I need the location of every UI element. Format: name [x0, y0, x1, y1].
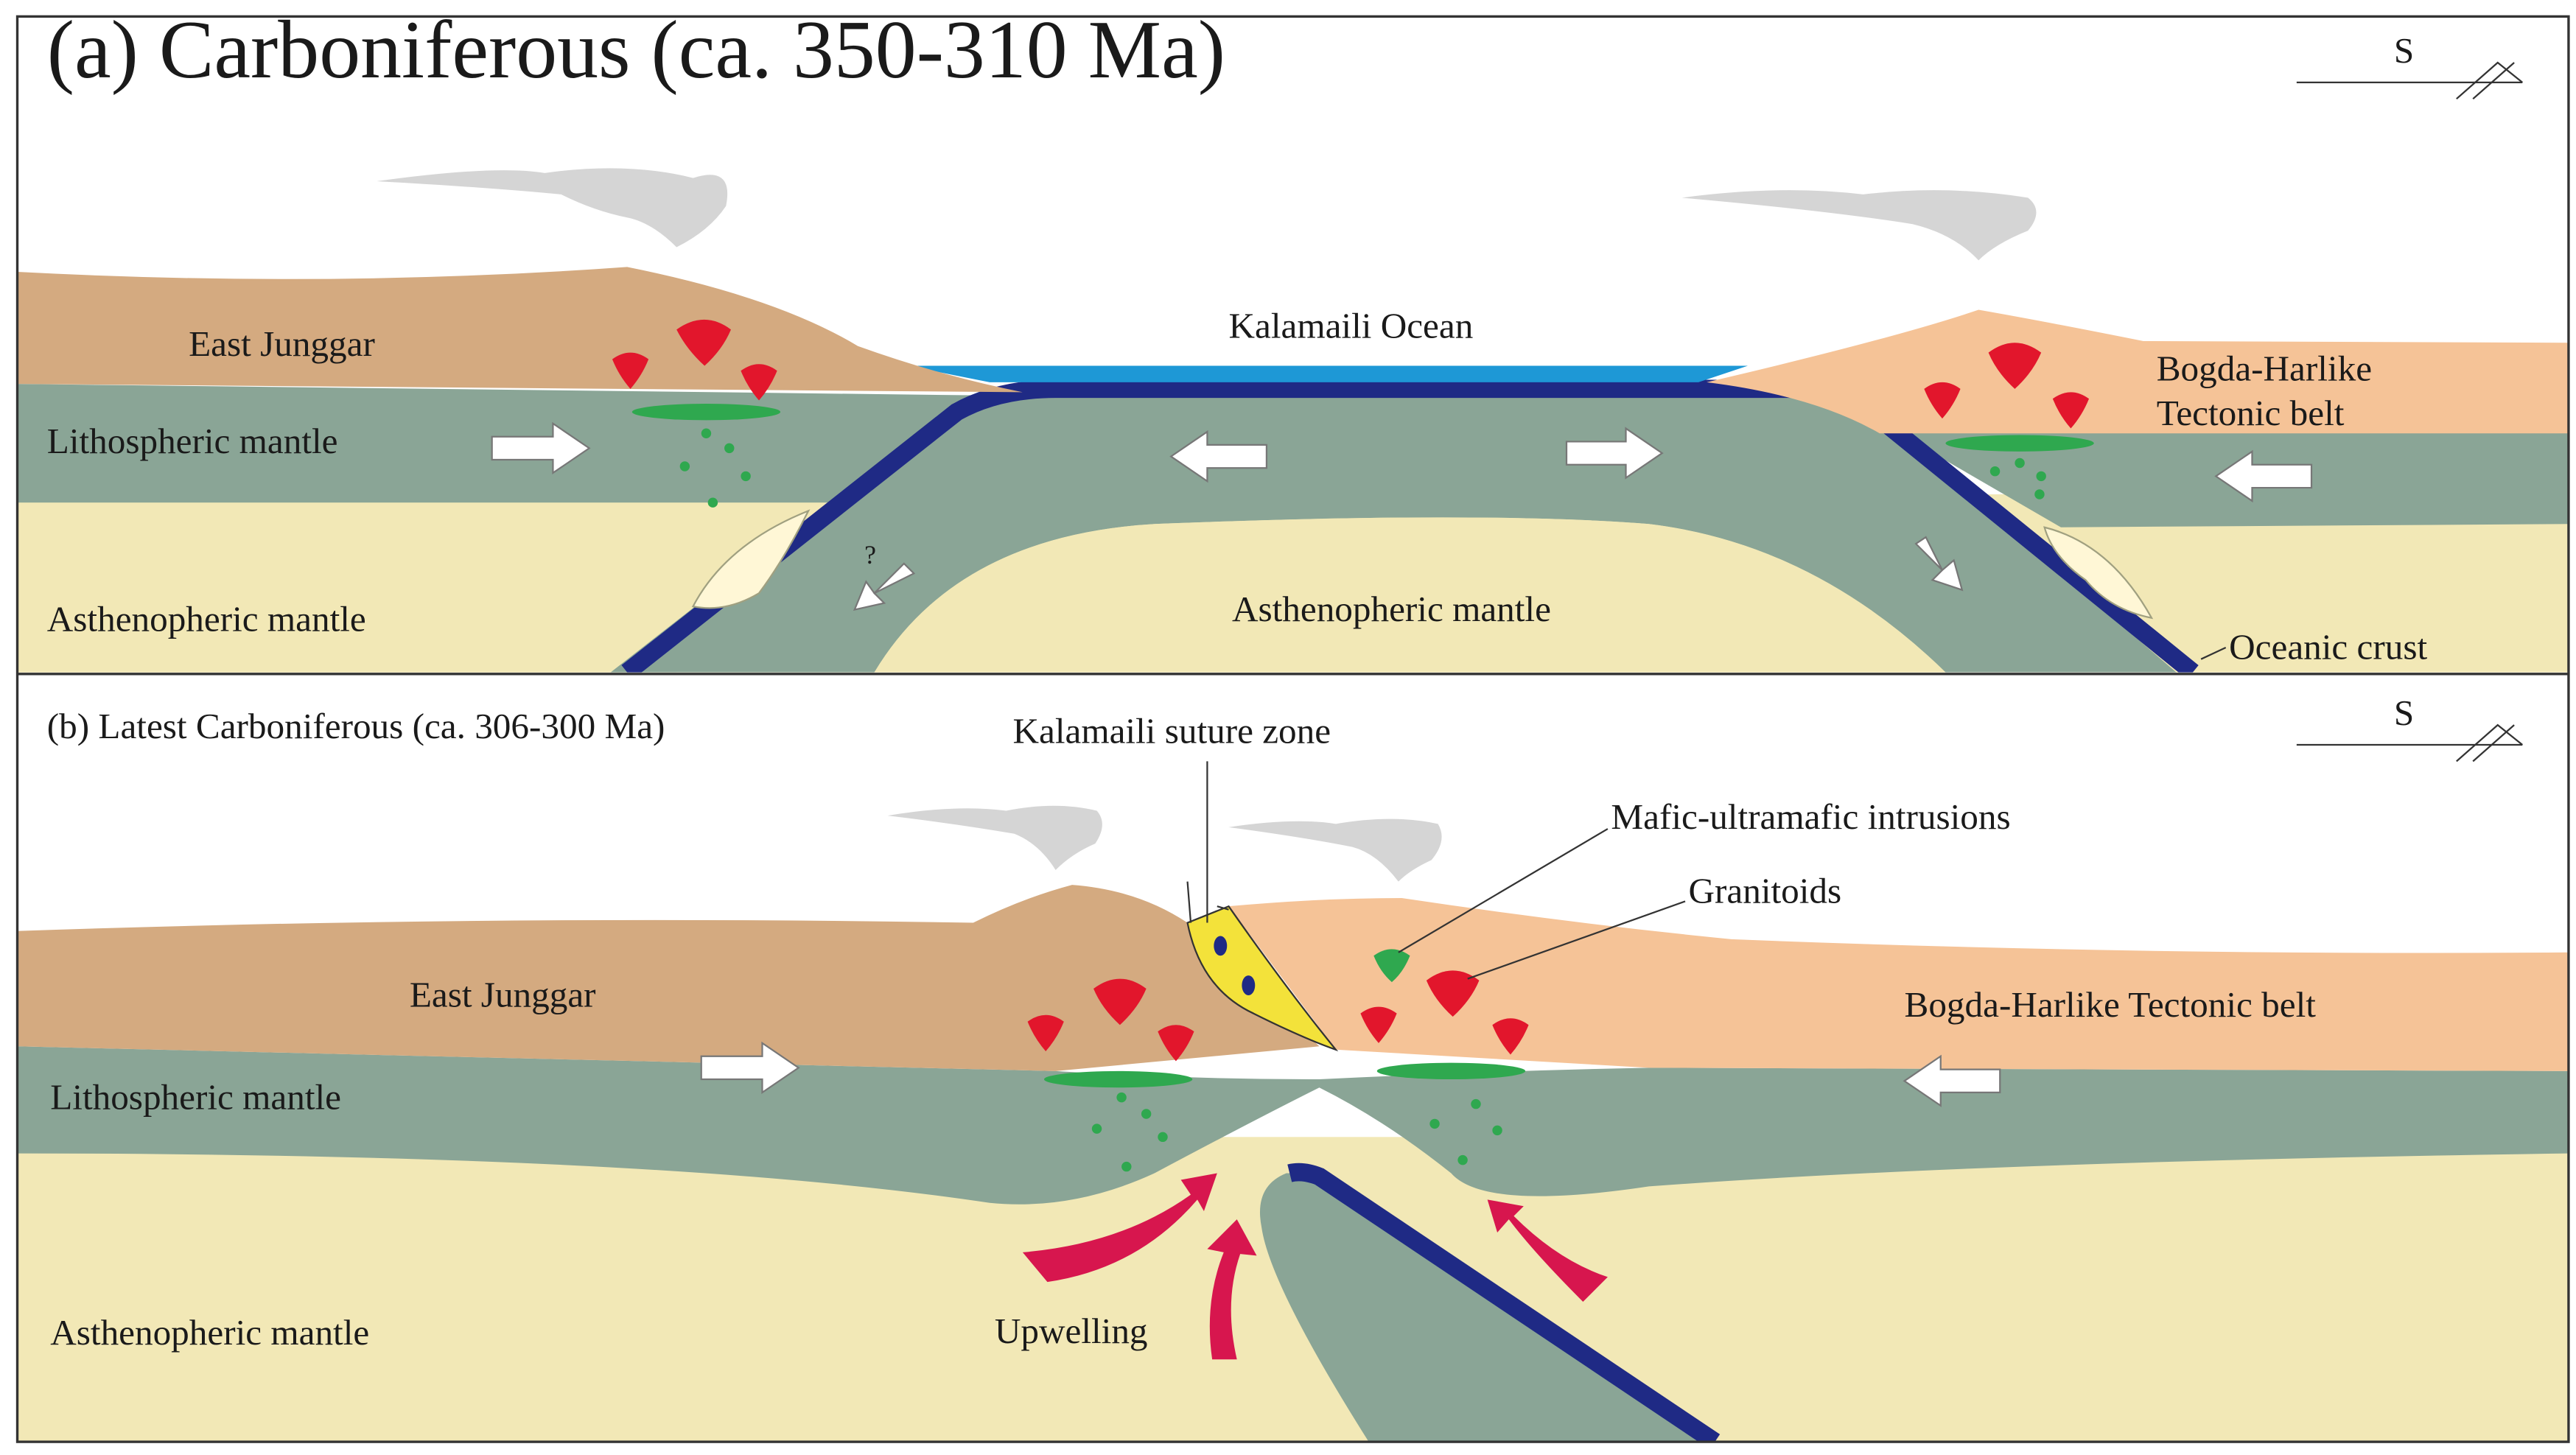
label-bogda-line2-a: Tectonic belt: [2157, 393, 2345, 433]
label-oceanic-crust: Oceanic crust: [2229, 627, 2427, 667]
label-asthenospheric-center-a: Asthenopheric mantle: [1232, 589, 1551, 629]
label-mafic: Mafic-ultramafic intrusions: [1611, 796, 2010, 837]
granitoids-a: [612, 319, 2090, 429]
label-lithospheric-mantle-a: Lithospheric mantle: [47, 421, 338, 461]
bogda-crust-a: [1707, 309, 2569, 434]
mafic-pool-right-b: [1376, 1062, 1526, 1080]
granitoids-b: [1027, 970, 1529, 1062]
motion-arrows-b: [700, 1041, 2001, 1107]
label-east-junggar-b: East Junggar: [410, 975, 596, 1015]
label-ocean: Kalamaili Ocean: [1228, 306, 1473, 346]
label-asthenospheric-left-a: Asthenopheric mantle: [47, 599, 366, 639]
mafic-pool-left-a: [631, 403, 781, 421]
label-bogda-line1-a: Bogda-Harlike: [2157, 348, 2372, 389]
label-east-junggar-a: East Junggar: [189, 323, 375, 364]
panel-b-title: (b) Latest Carboniferous (ca. 306-300 Ma…: [47, 706, 665, 746]
cloud-a-right: [1681, 190, 2037, 261]
ocean-water: [907, 365, 1749, 382]
orientation-marker-b: [2296, 723, 2523, 762]
cloud-b-right: [1228, 818, 1442, 882]
melt-flame-right: [2043, 526, 2154, 620]
mafic-intrusion-b: [1373, 949, 1410, 983]
east-junggar-crust-b: [17, 885, 1320, 1071]
label-bogda-b: Bogda-Harlike Tectonic belt: [1905, 984, 2317, 1025]
panel-b: (b) Latest Carboniferous (ca. 306-300 Ma…: [17, 676, 2569, 1442]
label-suture: Kalamaili suture zone: [1012, 711, 1331, 751]
label-question: ?: [864, 540, 876, 569]
label-granitoids: Granitoids: [1689, 871, 1842, 911]
panel-a-title: (a) Carboniferous (ca. 350-310 Ma): [47, 4, 1225, 96]
oceanic-crust-b: [1287, 1163, 1721, 1442]
cloud-b-left: [887, 805, 1102, 870]
orientation-a: S: [2394, 30, 2414, 71]
east-junggar-crust-a: [17, 267, 1023, 393]
label-asthenospheric-b: Asthenopheric mantle: [50, 1312, 369, 1353]
mafic-droplets-b: [1091, 1092, 1502, 1172]
mafic-pool-left-b: [1043, 1070, 1193, 1088]
motion-arrows-a: [491, 421, 2313, 611]
bogda-crust-b: [1228, 897, 2569, 1071]
label-lithospheric-mantle-b: Lithospheric mantle: [50, 1076, 341, 1117]
label-upwelling: Upwelling: [995, 1311, 1148, 1351]
cloud-a-left: [377, 168, 728, 248]
melt-flame-left: [691, 509, 811, 609]
mafic-droplets-a: [679, 428, 2046, 508]
oceanic-plate-a: [610, 388, 2177, 673]
leader-mafic: [1398, 828, 1609, 953]
leader-granitoids: [1467, 900, 1686, 980]
panel-a: (a) Carboniferous (ca. 350-310 Ma) S Eas…: [17, 4, 2569, 673]
mafic-pool-right-a: [1945, 435, 2094, 452]
figure-frame: [15, 15, 2570, 1443]
orientation-marker-a: [2296, 61, 2523, 100]
orientation-b: S: [2394, 693, 2414, 733]
